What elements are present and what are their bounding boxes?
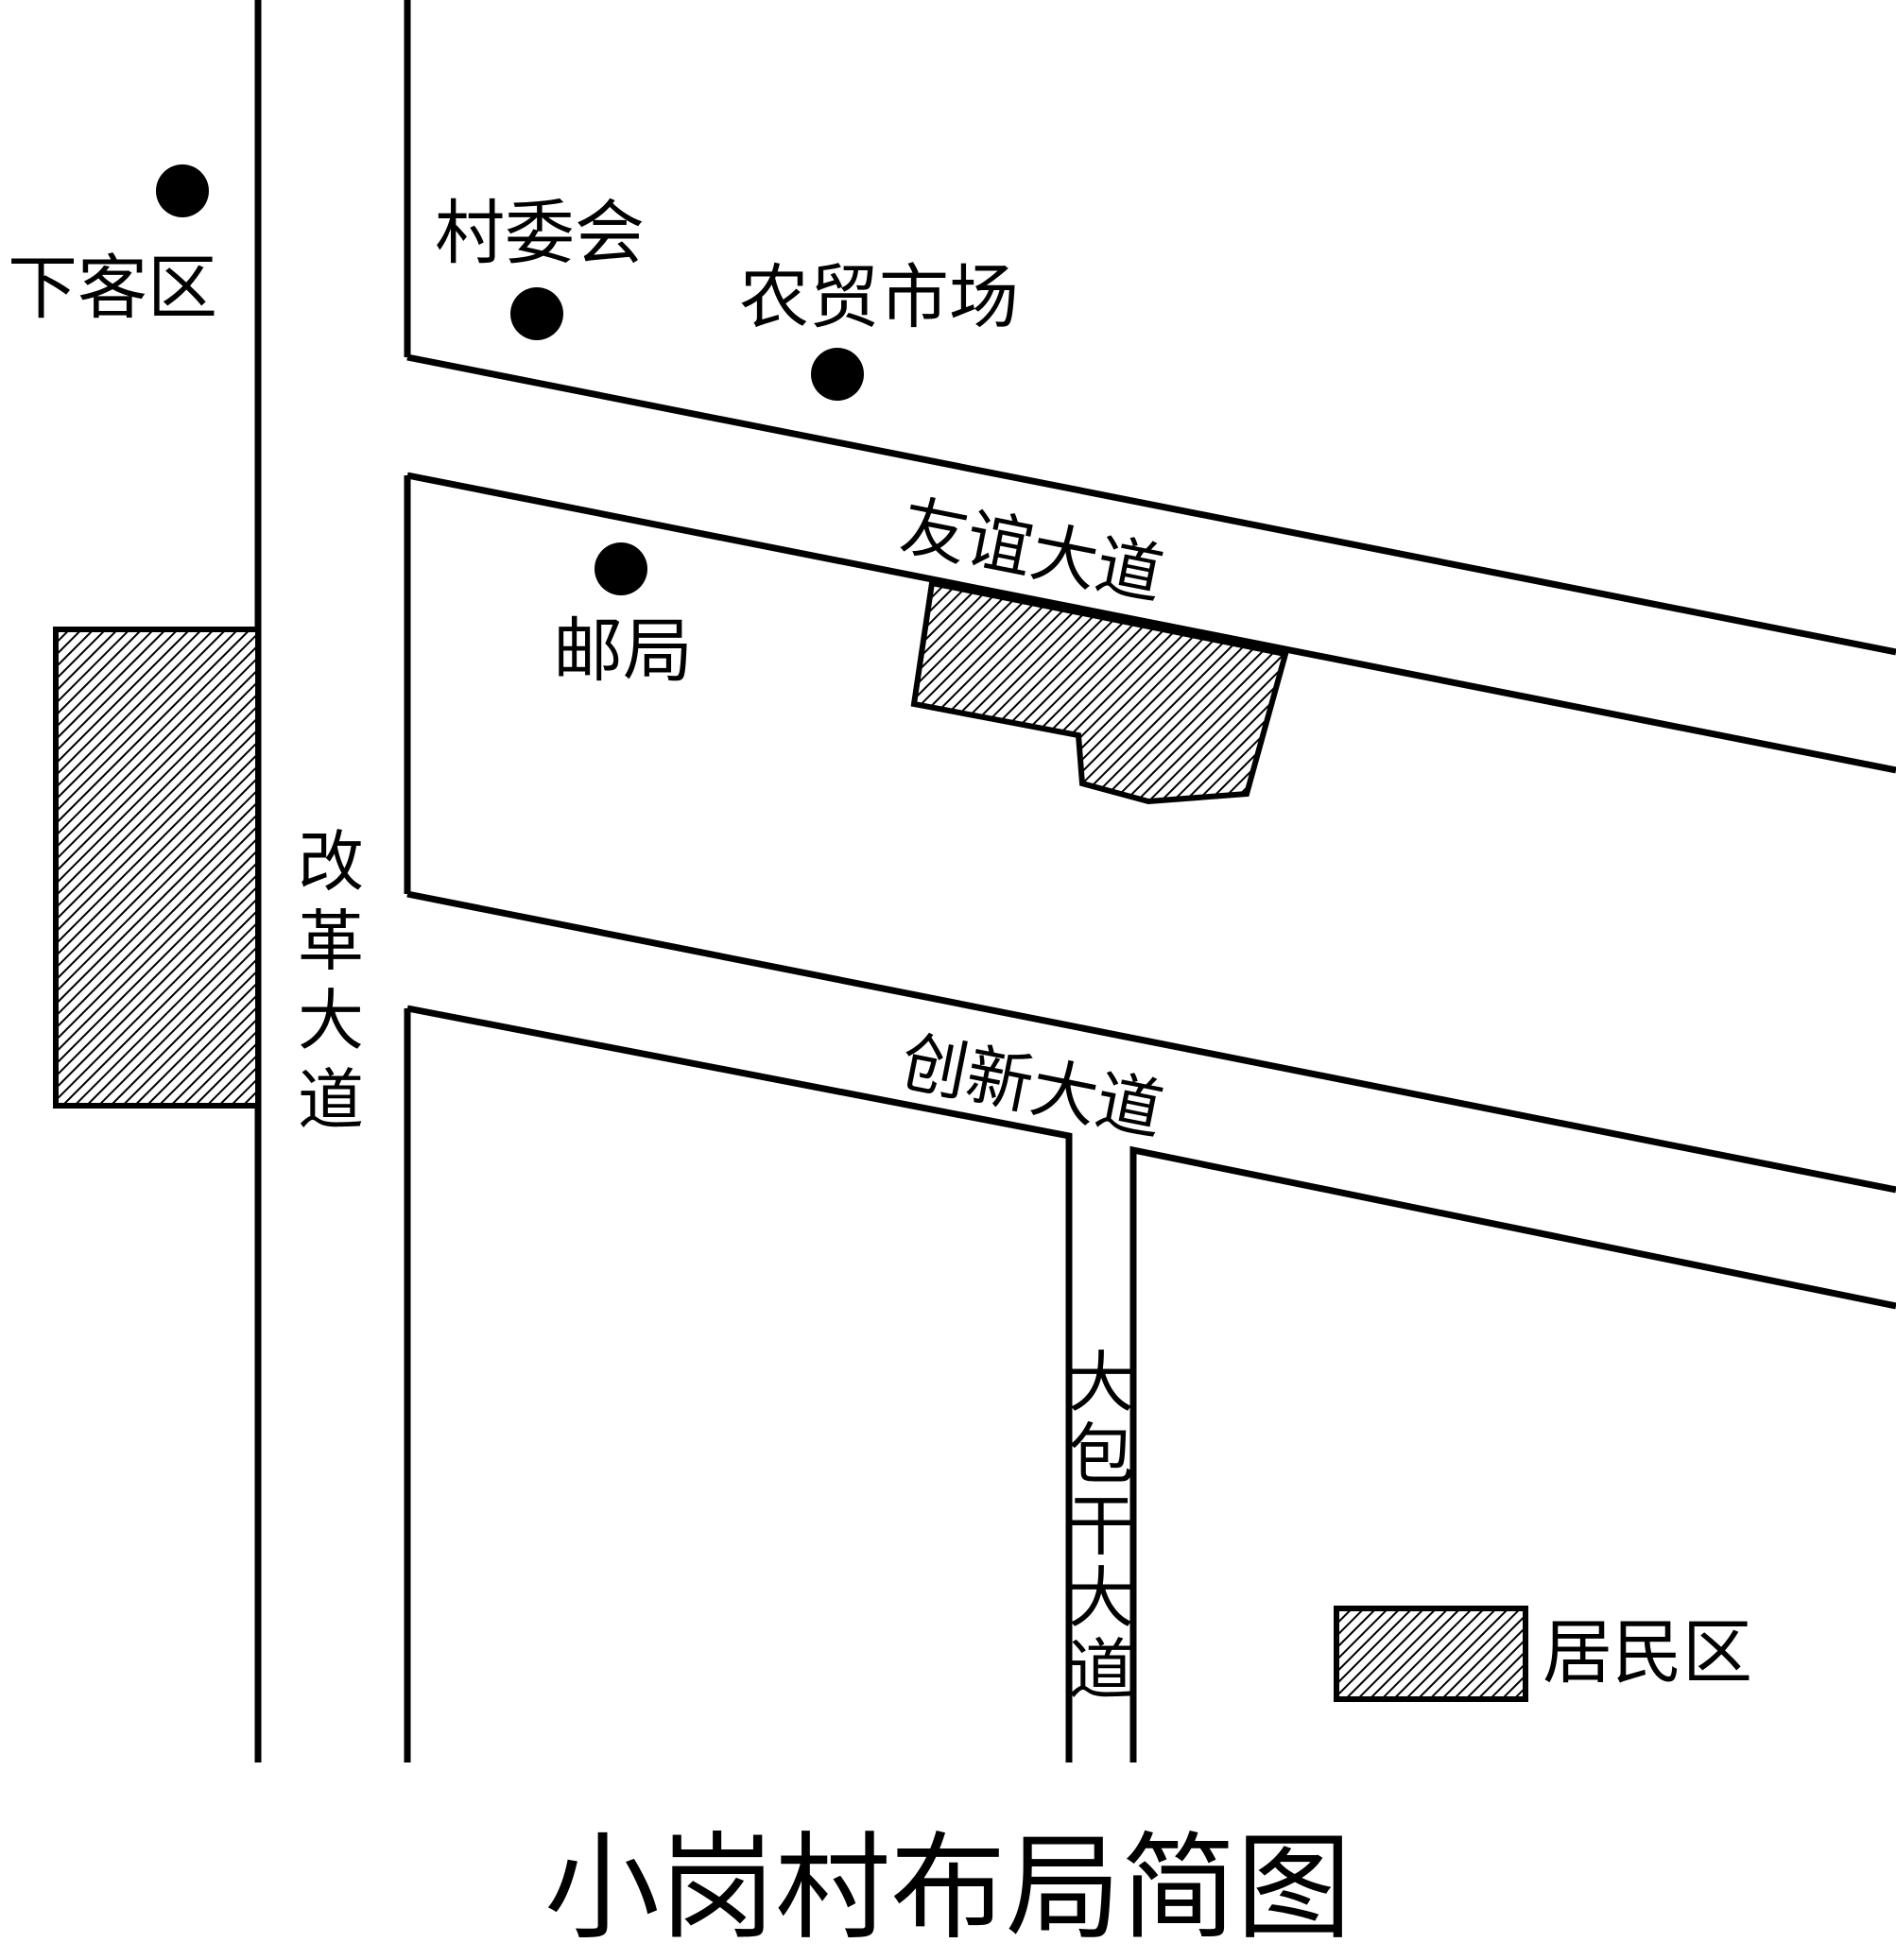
vertical-label-glyph: 革 xyxy=(298,903,364,980)
nongmao-marker-dot xyxy=(811,348,864,401)
vertical-label-glyph: 大 xyxy=(1068,1344,1134,1421)
cunweihui-marker-dot xyxy=(510,287,563,340)
youju-marker-dot xyxy=(595,542,647,595)
residential-zone-west xyxy=(53,627,261,1109)
dabaogan-road-label: 大包干大道 xyxy=(1068,1344,1134,1709)
gaige-road-label: 改革大道 xyxy=(298,823,364,1139)
vertical-label-glyph: 包 xyxy=(1068,1416,1134,1493)
vertical-label-glyph: 道 xyxy=(298,1061,364,1139)
xiake-label: 下客区 xyxy=(8,248,217,329)
youyi-road-south-edge xyxy=(406,472,1896,774)
vertical-label-glyph: 改 xyxy=(298,823,364,901)
chuangxin-road-south-edge-west xyxy=(406,1005,1073,1762)
vertical-label-glyph: 大 xyxy=(1068,1559,1134,1637)
xiake-marker-dot xyxy=(156,164,209,217)
cunweihui-label: 村委会 xyxy=(435,193,645,274)
youyi-road-north-edge xyxy=(406,353,1896,656)
legend: 居民区 xyxy=(1334,1606,1752,1702)
map-title: 小岗村布局简图 xyxy=(544,1821,1352,1955)
chuangxin-road-north-edge xyxy=(406,890,1896,1194)
legend-residential-swatch xyxy=(1334,1606,1528,1702)
vertical-label-glyph: 干 xyxy=(1068,1487,1134,1565)
nongmao-label: 农贸市场 xyxy=(739,257,1019,338)
residential-zone-center xyxy=(910,579,1289,805)
vertical-label-glyph: 大 xyxy=(298,982,364,1059)
chuangxin-road-south-edge-east xyxy=(1129,1145,1896,1762)
youju-label: 邮局 xyxy=(553,610,693,692)
vertical-label-glyph: 道 xyxy=(1068,1631,1134,1709)
legend-residential-label: 居民区 xyxy=(1543,1612,1752,1694)
